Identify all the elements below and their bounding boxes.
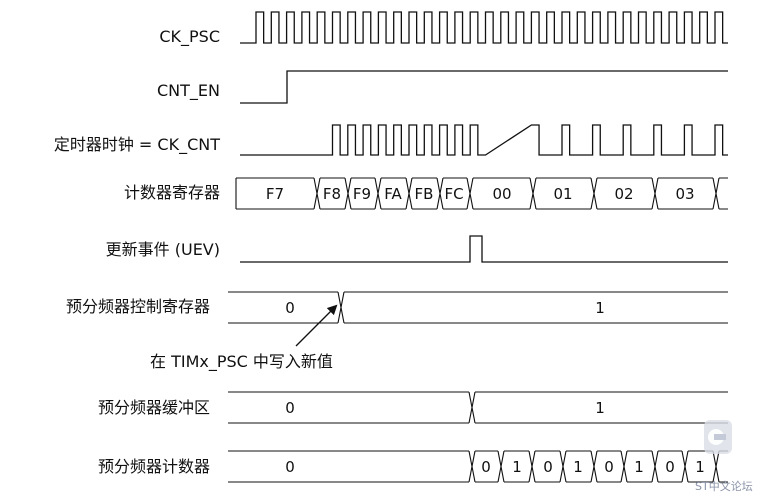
bus-transition [466, 177, 474, 210]
prescaler-counter-value: 1 [695, 458, 705, 476]
write-annotation: 在 TIMx_PSC 中写入新值 [150, 352, 333, 372]
counter-value: FB [415, 185, 434, 203]
bus-segment [351, 177, 375, 210]
counter-register-bus [235, 177, 728, 210]
counter-value: 00 [492, 185, 511, 203]
counter-value: 03 [675, 185, 694, 203]
bus-transition [468, 450, 476, 483]
bus-transition [559, 450, 567, 483]
label-counter-register: 计数器寄存器 [124, 183, 220, 202]
bus-transition [337, 291, 345, 324]
prescaler-counter-value: 0 [604, 458, 614, 476]
prescaler-counter-value: 1 [634, 458, 644, 476]
bus-transition [344, 177, 352, 210]
counter-value: F8 [323, 185, 341, 203]
bus-transition [468, 391, 476, 424]
bus-segment [597, 450, 621, 483]
bus-transition [313, 177, 321, 210]
label-ck-psc: CK_PSC [159, 27, 220, 47]
label-update-event: 更新事件 (UEV) [106, 240, 220, 259]
bus-transition [651, 177, 659, 210]
bus-segment [236, 177, 314, 210]
bus-transition [590, 177, 598, 210]
counter-value: F7 [266, 185, 284, 203]
bus-segment [504, 450, 529, 483]
prescaler-counter-value: 0 [665, 458, 675, 476]
ck-psc-waveform [240, 11, 728, 44]
bus-segment [627, 450, 652, 483]
bus-segment [228, 450, 469, 483]
bus-segment [719, 177, 728, 210]
watermark-text: ST中文论坛 [695, 479, 753, 493]
prescaler-counter-bus [228, 450, 728, 483]
bus-segment [535, 450, 560, 483]
bus-segment [597, 177, 652, 210]
bus-segment [475, 391, 728, 424]
bus-segment [475, 450, 498, 483]
watermark-logo [704, 420, 732, 454]
bus-transition [590, 450, 598, 483]
bus-segment [719, 450, 728, 483]
bus-segment [443, 177, 467, 210]
label-ck-cnt: 定时器时钟 = CK_CNT [54, 135, 220, 155]
prescaler-control-value: 1 [595, 299, 605, 317]
bus-transition [497, 450, 505, 483]
prescaler-buffer-value: 0 [285, 399, 295, 417]
prescaler-counter-value: 0 [481, 458, 491, 476]
prescaler-counter-value: 1 [573, 458, 583, 476]
cnt-en-waveform [240, 70, 728, 104]
bus-segment [658, 177, 713, 210]
bus-segment [566, 450, 591, 483]
label-cnt-en: CNT_EN [157, 81, 220, 101]
label-prescaler-control-register: 预分频器控制寄存器 [66, 297, 210, 316]
prescaler-counter-value: 0 [543, 458, 553, 476]
write-arrow [295, 304, 338, 347]
label-prescaler-buffer: 预分频器缓冲区 [98, 398, 210, 417]
prescaler-buffer-value: 1 [595, 399, 605, 417]
bus-segment [320, 177, 345, 210]
counter-value: FC [444, 185, 463, 203]
bus-segment [381, 177, 406, 210]
bus-transition [374, 177, 382, 210]
counter-value: F9 [353, 185, 371, 203]
uev-waveform [240, 235, 728, 263]
ck-cnt-waveform [240, 124, 728, 156]
bus-segment [228, 291, 338, 324]
counter-value: 01 [553, 185, 572, 203]
bus-transition [651, 450, 659, 483]
prescaler-counter-value: 1 [512, 458, 522, 476]
bus-transition [681, 450, 689, 483]
label-prescaler-counter: 预分频器计数器 [98, 457, 210, 476]
bus-transition [620, 450, 628, 483]
bus-segment [658, 450, 682, 483]
bus-segment [228, 391, 469, 424]
counter-value: 02 [614, 185, 633, 203]
bus-transition [436, 177, 444, 210]
bus-transition [529, 177, 537, 210]
bus-segment [536, 177, 591, 210]
prescaler-control-value: 0 [285, 299, 295, 317]
prescaler-buffer-bus [228, 391, 728, 424]
prescaler-counter-value: 0 [285, 458, 295, 476]
bus-segment [344, 291, 728, 324]
bus-transition [405, 177, 413, 210]
prescaler-control-register-bus [228, 291, 728, 324]
bus-transition [528, 450, 536, 483]
bus-transition [712, 177, 720, 210]
bus-segment [412, 177, 437, 210]
bus-segment [473, 177, 530, 210]
counter-value: FA [384, 185, 402, 203]
bus-transition [712, 450, 720, 483]
